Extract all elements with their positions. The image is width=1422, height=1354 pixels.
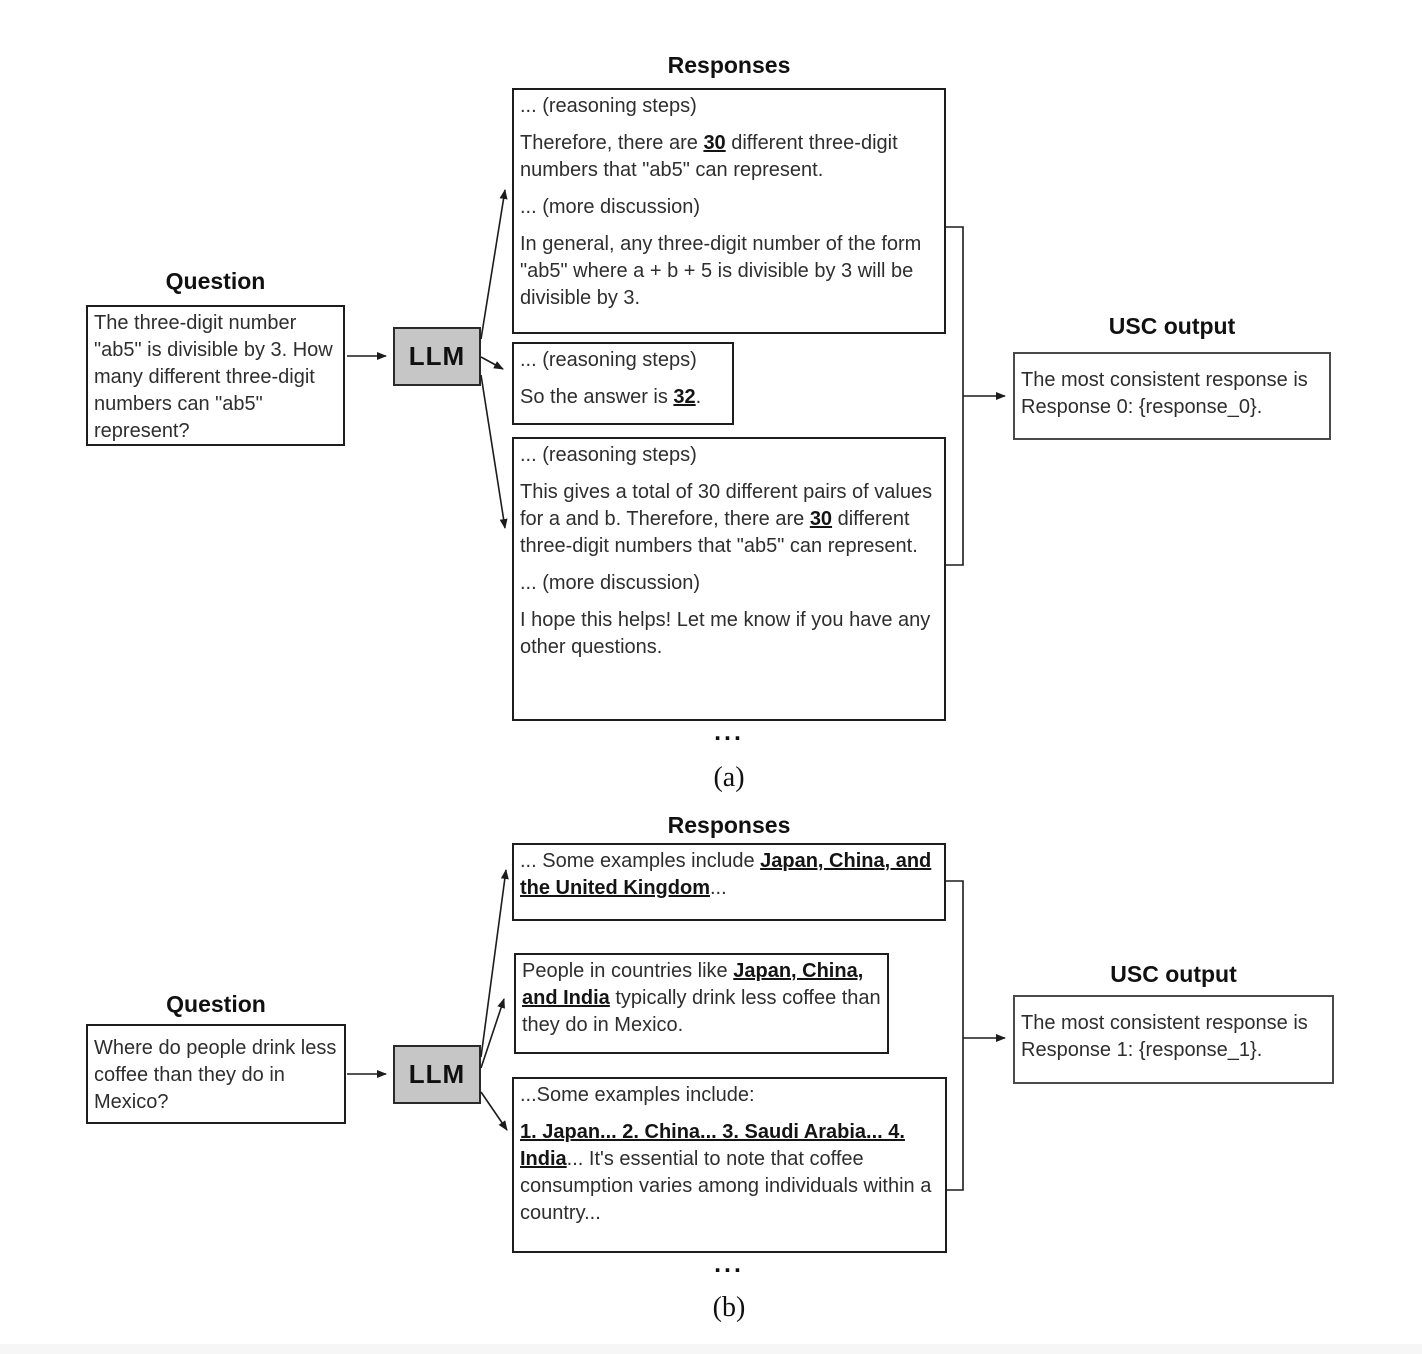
usc-output-text-a: The most consistent response is Response… [1021, 369, 1308, 418]
plain-text: ... (reasoning steps) [520, 444, 697, 466]
llm-to-response2-arrow-a [480, 374, 508, 529]
response-box-a1: ... (reasoning steps) So the answer is 3… [512, 342, 734, 425]
llm-box-a: LLM [393, 327, 481, 386]
responses-bracket-b [946, 880, 964, 1191]
usc-output-header-a: USC output [1108, 313, 1236, 339]
response-box-a0: ... (reasoning steps) Therefore, there a… [512, 88, 946, 334]
plain-text: ...Some examples include: [520, 1084, 755, 1106]
response-box-b1: People in countries like Japan, China, a… [514, 953, 889, 1054]
question-text-a: The three-digit number "ab5" is divisibl… [94, 312, 333, 442]
bottom-edge-strip [0, 1344, 1422, 1354]
responses-header-b: Responses [667, 812, 791, 838]
response-paragraph: This gives a total of 30 different pairs… [520, 479, 938, 560]
llm-to-response0-arrow-b [480, 869, 509, 1058]
response-paragraph: ...Some examples include: [520, 1082, 939, 1109]
question-box-b: Where do people drink less coffee than t… [86, 1024, 346, 1124]
usc-output-box-b: The most consistent response is Response… [1013, 995, 1334, 1084]
response-paragraph: ... Some examples include Japan, China, … [520, 848, 938, 902]
response-paragraph: ... (reasoning steps) [520, 93, 938, 120]
response-paragraph: ... (reasoning steps) [520, 442, 938, 469]
response-paragraph: ... (more discussion) [520, 194, 938, 221]
plain-text: ... Some examples include [520, 850, 761, 872]
llm-box-b: LLM [393, 1045, 481, 1104]
subfigure-caption-a: (a) [713, 762, 745, 793]
highlighted-answer-text: Japan, China, and the United Kingdom [520, 850, 932, 899]
plain-text: ... (more discussion) [520, 572, 701, 594]
plain-text: ... (reasoning steps) [520, 95, 697, 117]
response-paragraph: In general, any three-digit number of th… [520, 231, 938, 312]
plain-text: different three-digit numbers that "ab5"… [520, 132, 898, 181]
llm-label-a: LLM [408, 341, 466, 371]
plain-text: ... [709, 877, 727, 899]
response-paragraph: So the answer is 32. [520, 384, 726, 411]
highlighted-answer-text: 1. Japan... 2. China... 3. Saudi Arabia.… [520, 1121, 905, 1170]
question-header-a: Question [165, 268, 266, 294]
plain-text: People in countries like [522, 960, 734, 982]
response-paragraph: I hope this helps! Let me know if you ha… [520, 607, 938, 661]
highlighted-answer-text: 30 [809, 508, 833, 530]
question-text-b: Where do people drink less coffee than t… [94, 1037, 337, 1113]
llm-to-response1-arrow-a [480, 356, 504, 370]
plain-text: In general, any three-digit number of th… [520, 233, 922, 309]
question-header-b: Question [166, 991, 266, 1017]
plain-text: . [695, 386, 702, 408]
highlighted-answer-text: 32 [673, 386, 696, 408]
llm-to-response0-arrow-a [480, 189, 508, 340]
response-box-a2: ... (reasoning steps) This gives a total… [512, 437, 946, 721]
plain-text: Therefore, there are [520, 132, 704, 154]
usc-output-box-a: The most consistent response is Response… [1013, 352, 1331, 440]
responses-header-a: Responses [667, 52, 791, 78]
plain-text: ... (more discussion) [520, 196, 701, 218]
response-paragraph: ... (more discussion) [520, 570, 938, 597]
plain-text: So the answer is [520, 386, 674, 408]
highlighted-answer-text: Japan, China, and India [522, 960, 864, 1009]
usc-output-text-b: The most consistent response is Response… [1021, 1012, 1308, 1061]
plain-text: different three-digit numbers that "ab5"… [520, 508, 918, 557]
responses-bracket-a [946, 226, 964, 566]
more-responses-ellipsis-b: ... [714, 1250, 744, 1278]
response-box-b0: ... Some examples include Japan, China, … [512, 843, 946, 921]
more-responses-ellipsis-a: ... [714, 718, 744, 746]
llm-to-response2-arrow-b [480, 1091, 508, 1131]
llm-to-response1-arrow-b [480, 998, 505, 1069]
response-paragraph: ... (reasoning steps) [520, 347, 726, 374]
plain-text: typically drink less coffee than they do… [522, 987, 881, 1036]
question-box-a: The three-digit number "ab5" is divisibl… [86, 305, 345, 446]
response-paragraph: People in countries like Japan, China, a… [522, 958, 881, 1039]
llm-label-b: LLM [408, 1059, 466, 1089]
response-paragraph: Therefore, there are 30 different three-… [520, 130, 938, 184]
response-box-b2: ...Some examples include: 1. Japan... 2.… [512, 1077, 947, 1253]
subfigure-caption-b: (b) [712, 1292, 746, 1323]
usc-output-header-b: USC output [1110, 961, 1237, 987]
plain-text: This gives a total of 30 different pairs… [520, 481, 933, 530]
plain-text: ... It's essential to note that coffee c… [520, 1148, 932, 1224]
plain-text: ... (reasoning steps) [520, 349, 697, 371]
response-paragraph: 1. Japan... 2. China... 3. Saudi Arabia.… [520, 1119, 939, 1227]
highlighted-answer-text: 30 [703, 132, 726, 154]
plain-text: I hope this helps! Let me know if you ha… [520, 609, 931, 658]
